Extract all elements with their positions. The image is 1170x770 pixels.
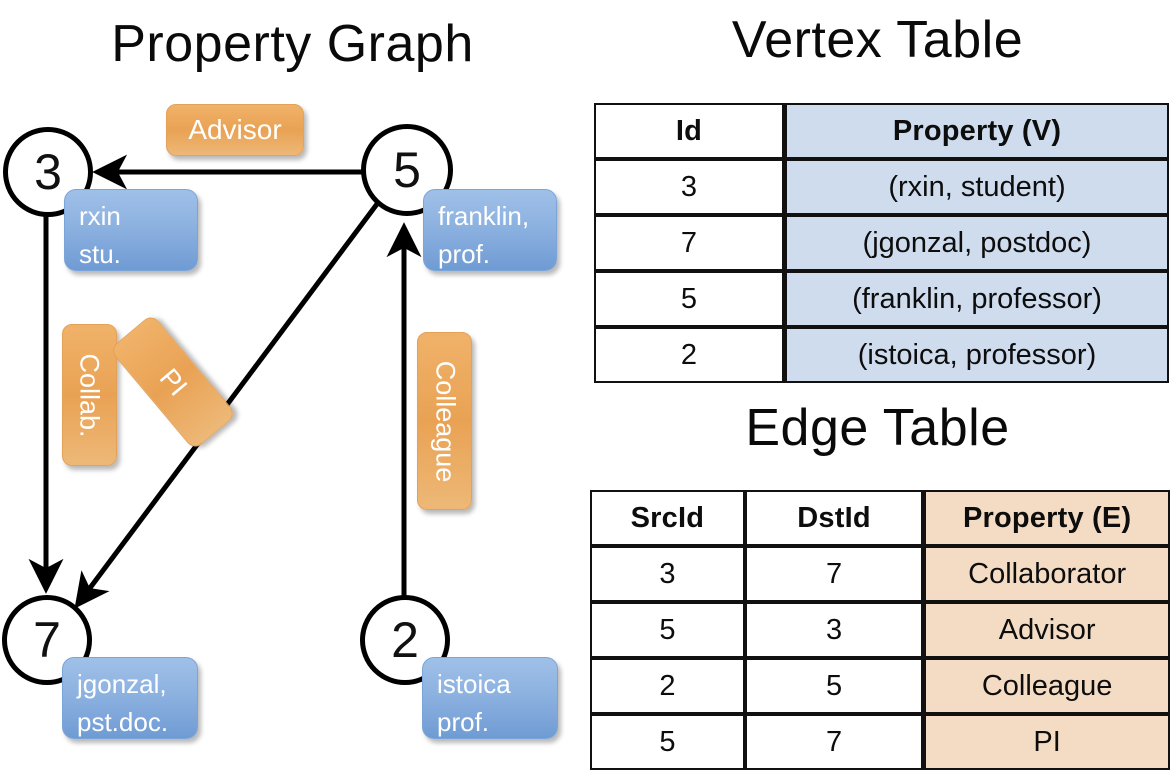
graph-node-5-label: 5: [393, 142, 421, 198]
vertex-row-1-property: (jgonzal, postdoc): [784, 215, 1169, 271]
graph-node-7-label: 7: [33, 612, 61, 668]
edge-table-header-srcid: SrcId: [590, 490, 745, 546]
vertex-row-2-id: 5: [594, 271, 784, 327]
edge-table-header-row: SrcId DstId Property (E): [590, 490, 1170, 546]
vertex-property-box-3: rxin stu.: [64, 189, 198, 271]
vertex-row-0-property: (rxin, student): [784, 159, 1169, 215]
edge-row-1-src: 5: [590, 602, 745, 658]
edge-row-0-property: Collaborator: [923, 546, 1170, 602]
edge-table-header-dstid: DstId: [744, 490, 924, 546]
edge-row-2-dst: 5: [744, 658, 924, 714]
vertex-property-box-2-line1: istoica: [437, 669, 511, 699]
table-row: 2 (istoica, professor): [594, 327, 1169, 383]
section-title-edge-table: Edge Table: [745, 399, 1010, 457]
edge-table: SrcId DstId Property (E) 3 7 Collaborato…: [590, 490, 1170, 770]
edge-label-pi-text: PI: [153, 362, 194, 402]
edge-row-2-property: Colleague: [923, 658, 1170, 714]
vertex-table-header-row: Id Property (V): [594, 103, 1169, 159]
edge-label-colleague-text: Colleague: [430, 360, 460, 482]
graph-node-2[interactable]: 2: [360, 595, 450, 685]
table-row: 2 5 Colleague: [590, 658, 1170, 714]
vertex-row-2-property: (franklin, professor): [784, 271, 1169, 327]
vertex-property-box-2: istoica prof.: [422, 657, 558, 739]
edge-label-colleague: Colleague: [417, 332, 472, 510]
edge-label-collab: Collab.: [62, 324, 117, 466]
edge-label-advisor: Advisor: [166, 104, 304, 156]
table-row: 5 3 Advisor: [590, 602, 1170, 658]
vertex-property-box-3-line2: stu.: [79, 238, 121, 269]
table-row: 7 (jgonzal, postdoc): [594, 215, 1169, 271]
vertex-table-header-property: Property (V): [784, 103, 1169, 159]
edge-row-1-property: Advisor: [923, 602, 1170, 658]
vertex-property-box-7-line2: pst.doc.: [77, 706, 169, 737]
vertex-property-box-5-line2: prof.: [438, 238, 491, 269]
vertex-row-3-id: 2: [594, 327, 784, 383]
vertex-property-box-3-line1: rxin: [79, 201, 121, 231]
edge-row-1-dst: 3: [744, 602, 924, 658]
graph-node-3-label: 3: [34, 144, 62, 200]
edge-row-0-dst: 7: [744, 546, 924, 602]
edge-row-3-src: 5: [590, 714, 745, 770]
table-row: 3 (rxin, student): [594, 159, 1169, 215]
edge-row-2-src: 2: [590, 658, 745, 714]
graph-node-5[interactable]: 5: [361, 124, 453, 216]
vertex-property-box-7: jgonzal, pst.doc.: [62, 657, 198, 739]
graph-node-2-label: 2: [391, 612, 419, 668]
vertex-row-0-id: 3: [594, 159, 784, 215]
edge-row-0-src: 3: [590, 546, 745, 602]
edge-table-header-property: Property (E): [923, 490, 1170, 546]
vertex-table: Id Property (V) 3 (rxin, student) 7 (jgo…: [594, 103, 1169, 383]
vertex-row-3-property: (istoica, professor): [784, 327, 1169, 383]
table-row: 3 7 Collaborator: [590, 546, 1170, 602]
edge-label-collab-text: Collab.: [75, 352, 106, 438]
edge-label-advisor-text: Advisor: [188, 114, 282, 145]
property-graph-diagram: 3 5 7 2 rxin stu. franklin, prof. jgonza…: [0, 0, 585, 760]
page-title-property-graph: Property Graph: [111, 15, 474, 73]
table-row: 5 7 PI: [590, 714, 1170, 770]
vertex-row-1-id: 7: [594, 215, 784, 271]
vertex-property-box-2-line2: prof.: [437, 706, 490, 737]
edge-row-3-dst: 7: [744, 714, 924, 770]
table-row: 5 (franklin, professor): [594, 271, 1169, 327]
vertex-property-box-7-line1: jgonzal,: [77, 669, 167, 699]
edge-row-3-property: PI: [923, 714, 1170, 770]
vertex-table-header-id: Id: [594, 103, 784, 159]
vertex-property-box-5-line1: franklin,: [438, 201, 530, 231]
vertex-property-box-5: franklin, prof.: [423, 189, 557, 271]
section-title-vertex-table: Vertex Table: [731, 11, 1024, 69]
